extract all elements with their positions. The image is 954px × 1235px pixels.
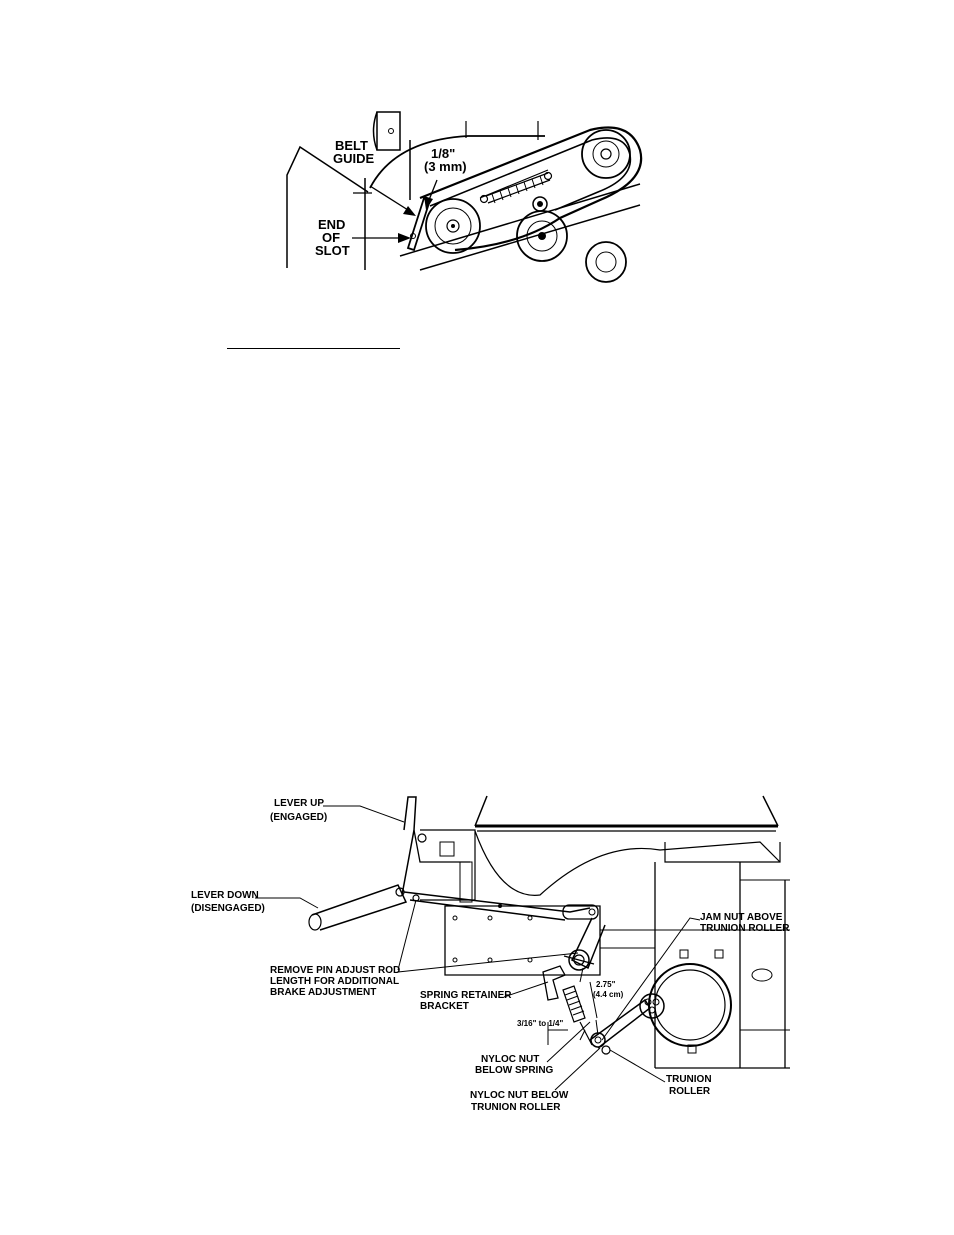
left-pulley [425,198,481,254]
spring-retainer-label-1: SPRING RETAINER [420,990,512,1001]
nyloc-trunion-label-1: NYLOC NUT BELOW [470,1090,569,1101]
nyloc-spring-label-2: BELOW SPRING [475,1065,554,1076]
bell-crank [563,917,606,971]
lever-up [401,796,476,903]
end-of-slot-label-2: OF [322,230,340,245]
section-underline [227,348,400,349]
remove-pin-label-2: LENGTH FOR ADDITIONAL [270,976,399,987]
brake-linkage-figure: LEVER UP (ENGAGED) LEVER DOWN (DISENGAGE… [191,795,790,1113]
dimension-label-2: (4.4 cm) [593,990,624,999]
lever-up-label-2: (ENGAGED) [270,812,327,823]
brake-spring [562,985,593,1046]
spring-retainer-bracket [542,965,566,1001]
remove-pin-label-3: BRAKE ADJUSTMENT [270,987,376,998]
belt-guide-label-1: BELT [335,138,368,153]
end-of-slot-label-1: END [318,217,345,232]
end-of-slot-arrow [352,233,411,243]
belt-guide-arrow [369,185,416,216]
lever-up-label-1: LEVER UP [274,798,324,809]
trunion-arm [589,998,651,1055]
jam-nut-label-2: TRUNION ROLLER [700,923,790,934]
remove-pin-label-1: REMOVE PIN ADJUST ROD [270,965,400,976]
gap-label-1: 1/8" [431,146,455,161]
jam-nut-label-1: JAM NUT ABOVE [700,912,783,923]
top-right-pulley [581,129,631,179]
tension-spring [479,171,553,204]
gap-range-label: 3/16" to 1/4" [517,1019,563,1028]
idler-pulley [532,196,548,212]
gap-arrow [424,179,438,210]
lever-down [308,884,408,931]
belt-guide-label-2: GUIDE [333,151,375,166]
end-of-slot-label-3: SLOT [315,243,350,258]
bottom-right-pulley [585,241,627,283]
trunion-roller-label-1: TRUNION [666,1074,712,1085]
gap-label-2: (3 mm) [424,159,467,174]
trunion-roller [639,993,665,1019]
lever-down-label-2: (DISENGAGED) [191,903,265,914]
adjust-rod [403,891,599,921]
dimension-label-1: 2.75" [596,980,616,989]
trunion-roller-label-2: ROLLER [669,1086,711,1097]
brake-drum [648,963,732,1047]
spring-retainer-label-2: BRACKET [420,1001,469,1012]
belt-guide-figure: BELT GUIDE 1/8" (3 mm) END OF SLOT [286,111,643,283]
nyloc-spring-label-1: NYLOC NUT [481,1054,539,1065]
nyloc-trunion-label-2: TRUNION ROLLER [471,1102,561,1113]
lever-down-label-1: LEVER DOWN [191,890,259,901]
